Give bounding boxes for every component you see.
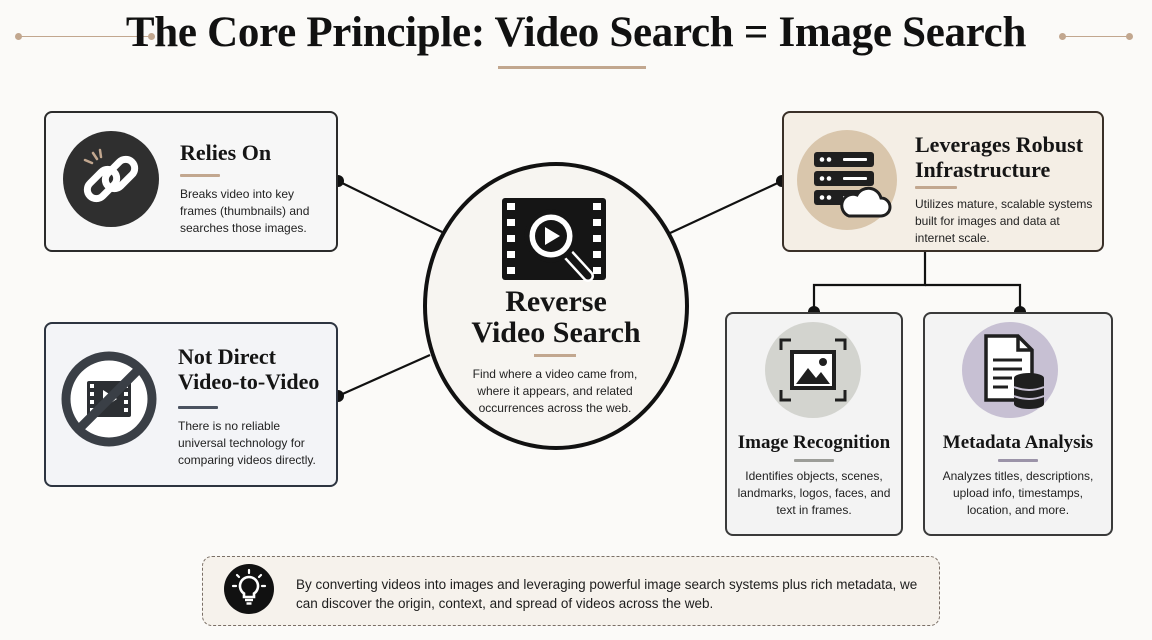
image-recognition-rule [794,459,834,462]
footer-callout [202,556,940,626]
image-recognition-description: Identifies objects, scenes, landmarks, l… [737,469,891,517]
center-rule [534,354,576,357]
title-decoration-left [15,33,155,40]
connector-branch [812,252,927,312]
page-title: The Core Principle: Video Search = Image… [125,9,1027,56]
not-direct-title: Not Direct Video-to-Video [178,344,320,394]
metadata-analysis-title: Metadata Analysis [942,432,1094,453]
document-database-icon [962,322,1058,418]
connector-not-direct [337,353,431,398]
center-title: Reverse Video Search [471,285,641,349]
infrastructure-rule [915,186,957,189]
image-frame-icon [765,322,861,418]
prohibited-video-icon [60,350,158,448]
center-description: Find where a video came from, where it a… [472,367,638,415]
relies-on-rule [180,174,220,177]
metadata-analysis-description: Analyzes titles, descriptions, upload in… [942,469,1094,517]
center-circle [423,162,689,450]
infrastructure-description: Utilizes mature, scalable systems built … [915,197,1093,245]
lightbulb-icon [224,564,274,614]
infrastructure-title: Leverages Robust Infrastructure [915,132,1084,182]
chain-link-icon [63,131,159,227]
relies-on-title: Relies On [180,140,272,165]
film-magnifier-icon [502,198,606,282]
title-underline [498,66,646,69]
connector-relies-on [337,180,443,233]
connector-branch-right [925,283,1022,312]
not-direct-rule [178,406,218,409]
metadata-analysis-rule [998,459,1038,462]
server-cloud-icon [797,130,897,230]
image-recognition-title: Image Recognition [737,432,891,453]
title-decoration-right [1059,33,1133,40]
footer-text: By converting videos into images and lev… [296,577,918,611]
relies-on-description: Breaks video into key frames (thumbnails… [180,187,310,235]
connector-infrastructure [667,180,783,235]
not-direct-description: There is no reliable universal technolog… [178,419,316,467]
